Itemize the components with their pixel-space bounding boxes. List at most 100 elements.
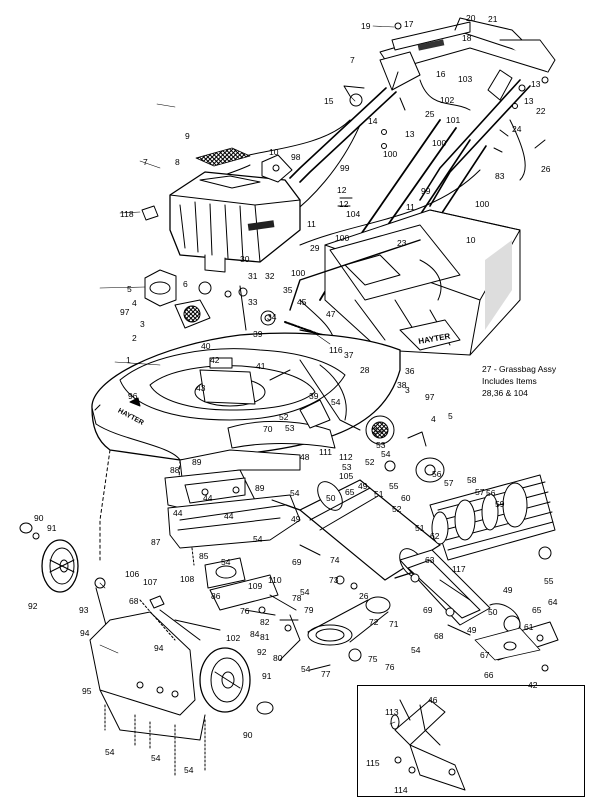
part-callout-38: 38	[397, 380, 407, 390]
part-callout-86: 86	[211, 591, 221, 601]
linkages	[139, 369, 445, 641]
part-callout-84: 84	[250, 629, 260, 639]
part-callout-73: 73	[329, 575, 339, 585]
inset-detail-drawing	[390, 699, 466, 791]
part-callout-68: 68	[434, 631, 444, 641]
part-callout-46: 46	[428, 695, 438, 705]
part-callout-50: 50	[488, 607, 498, 617]
part-callout-97: 97	[425, 392, 435, 402]
part-callout-5: 5	[448, 411, 453, 421]
drive-pulleys	[144, 269, 337, 361]
part-callout-102: 102	[226, 633, 241, 643]
part-callout-83: 83	[495, 171, 505, 181]
part-callout-91: 91	[47, 523, 57, 533]
part-callout-52: 52	[365, 457, 375, 467]
part-callout-6: 6	[183, 279, 188, 289]
inset-frame	[357, 685, 585, 797]
part-callout-115: 115	[366, 758, 380, 768]
part-callout-20: 20	[466, 13, 476, 23]
part-callout-110: 110	[268, 575, 282, 585]
part-callout-87: 87	[151, 537, 161, 547]
part-callout-52: 52	[392, 504, 402, 514]
part-callout-105: 105	[339, 471, 354, 481]
part-callout-44: 44	[224, 511, 234, 521]
part-callout-30: 30	[240, 254, 250, 264]
part-callout-39: 39	[253, 329, 263, 339]
part-callout-47: 47	[326, 309, 336, 319]
part-callout-54: 54	[300, 587, 310, 597]
part-callout-108: 108	[180, 574, 195, 584]
part-callout-34: 34	[267, 312, 277, 322]
part-callout-66: 66	[484, 670, 494, 680]
part-callout-55: 55	[544, 576, 554, 586]
part-callout-2: 2	[132, 333, 137, 343]
part-callout-88: 88	[170, 465, 180, 475]
part-callout-116: 116	[329, 345, 343, 355]
part-callout-54: 54	[331, 397, 341, 407]
part-callout-100: 100	[475, 199, 490, 209]
part-callout-71: 71	[389, 619, 399, 629]
part-callout-54: 54	[381, 449, 391, 459]
part-callout-65: 65	[345, 487, 355, 497]
part-callout-112: 112	[339, 452, 353, 462]
part-callout-79: 79	[304, 605, 314, 615]
part-callout-96: 96	[128, 391, 138, 401]
part-callout-48: 48	[300, 452, 310, 462]
part-callout-91: 91	[262, 671, 272, 681]
part-callout-56: 56	[486, 488, 496, 498]
part-callout-59: 59	[495, 499, 505, 509]
part-callout-29: 29	[310, 243, 320, 253]
part-callout-65: 65	[532, 605, 542, 615]
part-callout-104: 104	[346, 209, 361, 219]
part-callout-36: 36	[405, 366, 415, 376]
engine	[141, 147, 301, 273]
part-callout-74: 74	[330, 555, 340, 565]
part-callout-49: 49	[358, 481, 368, 491]
part-callout-26: 26	[541, 164, 551, 174]
grassbag-note-line3: 28,36 & 104	[482, 388, 528, 398]
part-callout-113: 113	[385, 707, 399, 717]
part-callout-100: 100	[291, 268, 306, 278]
part-callout-102: 102	[440, 95, 455, 105]
part-callout-75: 75	[368, 654, 378, 664]
part-callout-16: 16	[436, 69, 446, 79]
part-callout-53: 53	[342, 462, 352, 472]
part-callout-82: 82	[260, 617, 270, 627]
part-callout-40: 40	[201, 341, 211, 351]
part-callout-80: 80	[273, 653, 283, 663]
part-callout-13: 13	[405, 129, 415, 139]
left-wheels	[19, 522, 274, 776]
part-callout-24: 24	[512, 124, 522, 134]
part-callout-76: 76	[385, 662, 395, 672]
cutting-cylinder	[384, 460, 556, 561]
part-callout-9: 9	[185, 131, 190, 141]
part-callout-72: 72	[369, 617, 379, 627]
part-callout-39: 39	[309, 391, 319, 401]
part-callout-13: 13	[531, 79, 541, 89]
part-callout-43: 43	[196, 383, 206, 393]
part-callout-100: 100	[335, 233, 350, 243]
belt-drive	[279, 596, 391, 671]
part-callout-23: 23	[397, 238, 407, 248]
grassbag: HAYTER	[289, 209, 521, 361]
part-callout-54: 54	[105, 747, 115, 757]
part-callout-90: 90	[243, 730, 253, 740]
part-callout-14: 14	[368, 116, 378, 126]
part-callout-69: 69	[292, 557, 302, 567]
part-callout-93: 93	[79, 605, 89, 615]
part-callout-85: 85	[199, 551, 209, 561]
part-callout-63: 63	[425, 555, 435, 565]
part-callout-7: 7	[143, 157, 148, 167]
part-callout-3: 3	[405, 385, 410, 395]
part-callout-21: 21	[488, 14, 498, 24]
part-callout-12: 12	[339, 199, 349, 209]
part-callout-42: 42	[210, 355, 220, 365]
part-callout-7: 7	[350, 55, 355, 65]
part-callout-100: 100	[383, 149, 398, 159]
part-callout-11: 11	[406, 202, 415, 212]
part-callout-77: 77	[321, 669, 331, 679]
part-callout-4: 4	[431, 414, 436, 424]
part-callout-92: 92	[28, 601, 38, 611]
